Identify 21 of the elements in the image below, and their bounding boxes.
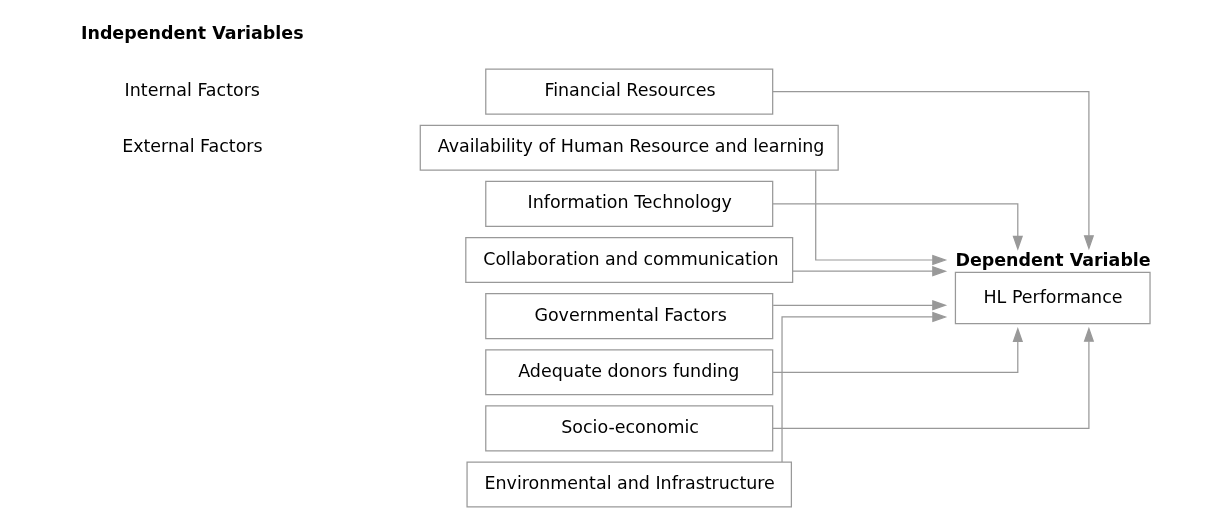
node-box: Availability of Human Resource and learning	[419, 124, 839, 171]
node-box: Financial Resources	[485, 68, 774, 115]
node-label: Dependent Variable	[955, 250, 1151, 271]
node-box: HL Performance	[954, 271, 1151, 325]
arrow	[781, 311, 948, 463]
node-box: Governmental Factors	[485, 293, 774, 340]
node-box: Adequate donors funding	[485, 349, 774, 396]
arrow	[772, 327, 1024, 373]
arrow	[792, 265, 948, 277]
label: Independent Variables	[80, 22, 304, 43]
arrow	[772, 90, 1095, 251]
arrow	[772, 326, 1095, 430]
node-box: Environmental and Infrastructure	[466, 461, 792, 508]
arrow	[772, 203, 1024, 251]
node-box: Socio-economic	[485, 405, 774, 452]
label: Internal Factors	[124, 80, 260, 101]
node-box: Collaboration and communication	[465, 236, 794, 284]
node-box: Information Technology	[485, 180, 774, 227]
arrow	[815, 169, 948, 266]
label: External Factors	[122, 136, 263, 157]
arrow	[772, 300, 948, 311]
